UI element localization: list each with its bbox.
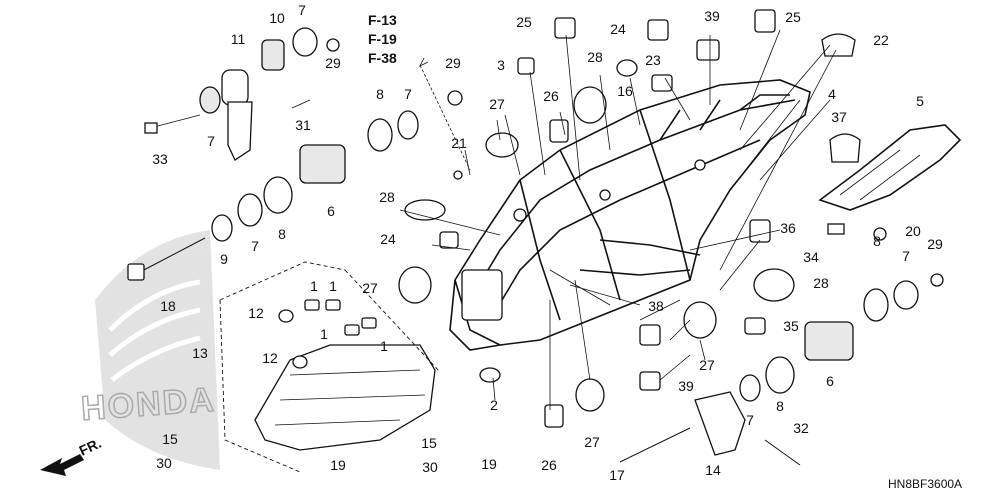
callout-25: 25 xyxy=(785,9,801,25)
callout-15: 15 xyxy=(421,435,437,451)
callout-8: 8 xyxy=(278,226,286,242)
callout-10: 10 xyxy=(269,10,285,26)
callout-23: 23 xyxy=(645,52,661,68)
callout-38: 38 xyxy=(648,298,664,314)
callout-30: 30 xyxy=(422,459,438,475)
callout-11: 11 xyxy=(231,31,246,47)
callout-27: 27 xyxy=(362,280,378,296)
callout-36: 36 xyxy=(780,220,796,236)
callout-1: 1 xyxy=(380,338,388,354)
callout-6: 6 xyxy=(826,373,834,389)
front-arrow-icon xyxy=(40,454,84,476)
callout-30: 30 xyxy=(156,455,172,471)
callout-27: 27 xyxy=(489,96,505,112)
callout-14: 14 xyxy=(705,462,721,478)
callout-16: 16 xyxy=(617,83,633,99)
ref-f13: F-13 xyxy=(368,12,397,28)
callout-8: 8 xyxy=(873,233,881,249)
callout-28: 28 xyxy=(587,49,603,65)
callout-24: 24 xyxy=(380,231,396,247)
callout-5: 5 xyxy=(916,93,924,109)
ref-f19: F-19 xyxy=(368,31,397,47)
callout-27: 27 xyxy=(584,434,600,450)
main-frame xyxy=(449,79,811,351)
callout-37: 37 xyxy=(831,109,847,125)
callout-32: 32 xyxy=(793,420,809,436)
ref-f38: F-38 xyxy=(368,50,397,66)
callout-7: 7 xyxy=(207,133,215,149)
callout-21: 21 xyxy=(451,135,467,151)
callout-18: 18 xyxy=(160,298,176,314)
callout-39: 39 xyxy=(704,8,720,24)
callout-20: 20 xyxy=(905,223,921,239)
callout-29: 29 xyxy=(445,55,461,71)
callout-19: 19 xyxy=(330,457,346,473)
callout-29: 29 xyxy=(927,236,943,252)
callout-7: 7 xyxy=(298,2,306,18)
callout-28: 28 xyxy=(813,275,829,291)
callout-29: 29 xyxy=(325,55,341,71)
callout-15: 15 xyxy=(162,431,178,447)
callout-31: 31 xyxy=(295,117,311,133)
left-bush-stack xyxy=(127,110,419,281)
honda-wing-watermark xyxy=(95,230,220,470)
callout-7: 7 xyxy=(404,86,412,102)
callout-34: 34 xyxy=(803,249,819,265)
front-label: FR. xyxy=(77,435,104,459)
callout-26: 26 xyxy=(543,88,559,104)
left-upper-mount xyxy=(144,27,340,161)
callout-9: 9 xyxy=(220,251,228,267)
callout-28: 28 xyxy=(379,189,395,205)
leader-lines xyxy=(399,29,837,410)
callout-17: 17 xyxy=(609,467,625,483)
callout-33: 33 xyxy=(152,151,168,167)
callout-27: 27 xyxy=(699,357,715,373)
callout-7: 7 xyxy=(251,238,259,254)
callout-7: 7 xyxy=(746,412,754,428)
diagram-code: HN8BF3600A xyxy=(888,477,962,491)
callout-4: 4 xyxy=(828,86,836,102)
callout-8: 8 xyxy=(776,398,784,414)
callout-1: 1 xyxy=(320,326,328,342)
callout-1: 1 xyxy=(310,278,318,294)
callout-12: 12 xyxy=(248,305,264,321)
callout-3: 3 xyxy=(497,57,505,73)
clamps xyxy=(398,9,795,428)
callout-24: 24 xyxy=(610,21,626,37)
callout-2: 2 xyxy=(490,397,498,413)
callout-25: 25 xyxy=(516,14,532,30)
callout-12: 12 xyxy=(262,350,278,366)
callout-19: 19 xyxy=(481,456,497,472)
callout-13: 13 xyxy=(192,345,208,361)
callout-26: 26 xyxy=(541,457,557,473)
callout-7: 7 xyxy=(902,248,910,264)
rear-sub-frame xyxy=(749,33,962,243)
callout-39: 39 xyxy=(678,378,694,394)
callout-35: 35 xyxy=(783,318,799,334)
callout-22: 22 xyxy=(873,32,889,48)
callout-1: 1 xyxy=(329,278,337,294)
callout-6: 6 xyxy=(327,203,335,219)
skid-plate xyxy=(219,261,441,473)
callout-8: 8 xyxy=(376,86,384,102)
right-bush-stack xyxy=(619,273,944,466)
